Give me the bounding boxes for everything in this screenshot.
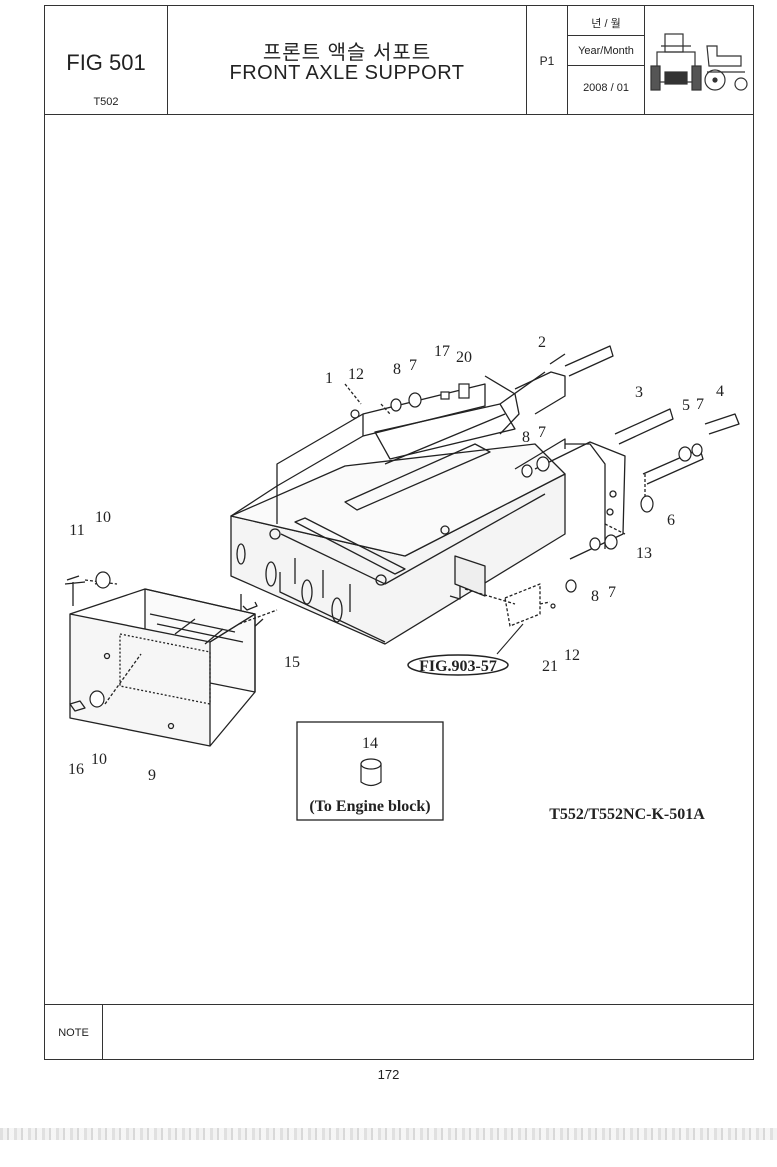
callout-7: 7 [538,424,546,441]
callout-12: 12 [564,647,580,664]
callout-10: 10 [91,751,107,768]
tractor-thumbnail [645,6,753,114]
figure-cell: FIG 501 T502 [45,6,168,114]
callout-7: 7 [409,357,417,374]
date-cell: 년 / 월 Year/Month 2008 / 01 [568,6,645,114]
callout-21: 21 [542,658,558,675]
figure-reference: FIG.903-57 [419,658,497,675]
figure-number: FIG 501 [66,50,146,75]
tractor-icon [650,33,748,91]
callout-7: 7 [696,396,704,413]
callout-16: 16 [68,761,84,778]
callout-3: 3 [635,384,643,401]
drawing-code: T552/T552NC-K-501A [549,806,705,823]
page-number: 172 [377,1067,400,1082]
callout-20: 20 [456,349,472,366]
inset-label: (To Engine block) [309,798,430,815]
model-code: T502 [93,96,119,108]
callout-1: 1 [325,370,333,387]
callout-8: 8 [522,429,530,446]
callout-14: 14 [362,735,378,752]
callout-17: 17 [434,343,450,360]
callout-15: 15 [284,654,300,671]
callout-4: 4 [716,383,724,400]
callout-8: 8 [393,361,401,378]
issue-date: 2008 / 01 [583,82,629,94]
note-label: NOTE [58,1027,89,1039]
scan-artifact [0,1128,777,1140]
callout-2: 2 [538,334,546,351]
page-code: P1 [539,54,555,68]
callout-11: 11 [69,522,84,539]
callout-6: 6 [667,512,675,529]
parts-sheet: FIG 501 T502 프론트 액슬 서포트 FRONT AXLE SUPPO… [44,5,754,1060]
title-english: FRONT AXLE SUPPORT [229,62,465,84]
callout-12: 12 [348,366,364,383]
callout-7: 7 [608,584,616,601]
year-month-korean: 년 / 월 [591,18,621,30]
title-cell: 프론트 액슬 서포트 FRONT AXLE SUPPORT [168,6,527,114]
callout-9: 9 [148,767,156,784]
year-month-english: Year/Month [578,45,634,57]
callout-13: 13 [636,545,652,562]
callout-5: 5 [682,397,690,414]
note-row: NOTE [45,1004,753,1060]
callout-8: 8 [591,588,599,605]
title-block: FIG 501 T502 프론트 액슬 서포트 FRONT AXLE SUPPO… [45,6,753,115]
callout-10: 10 [95,509,111,526]
page-cell: P1 [527,6,568,114]
title-korean: 프론트 액슬 서포트 [262,42,432,64]
